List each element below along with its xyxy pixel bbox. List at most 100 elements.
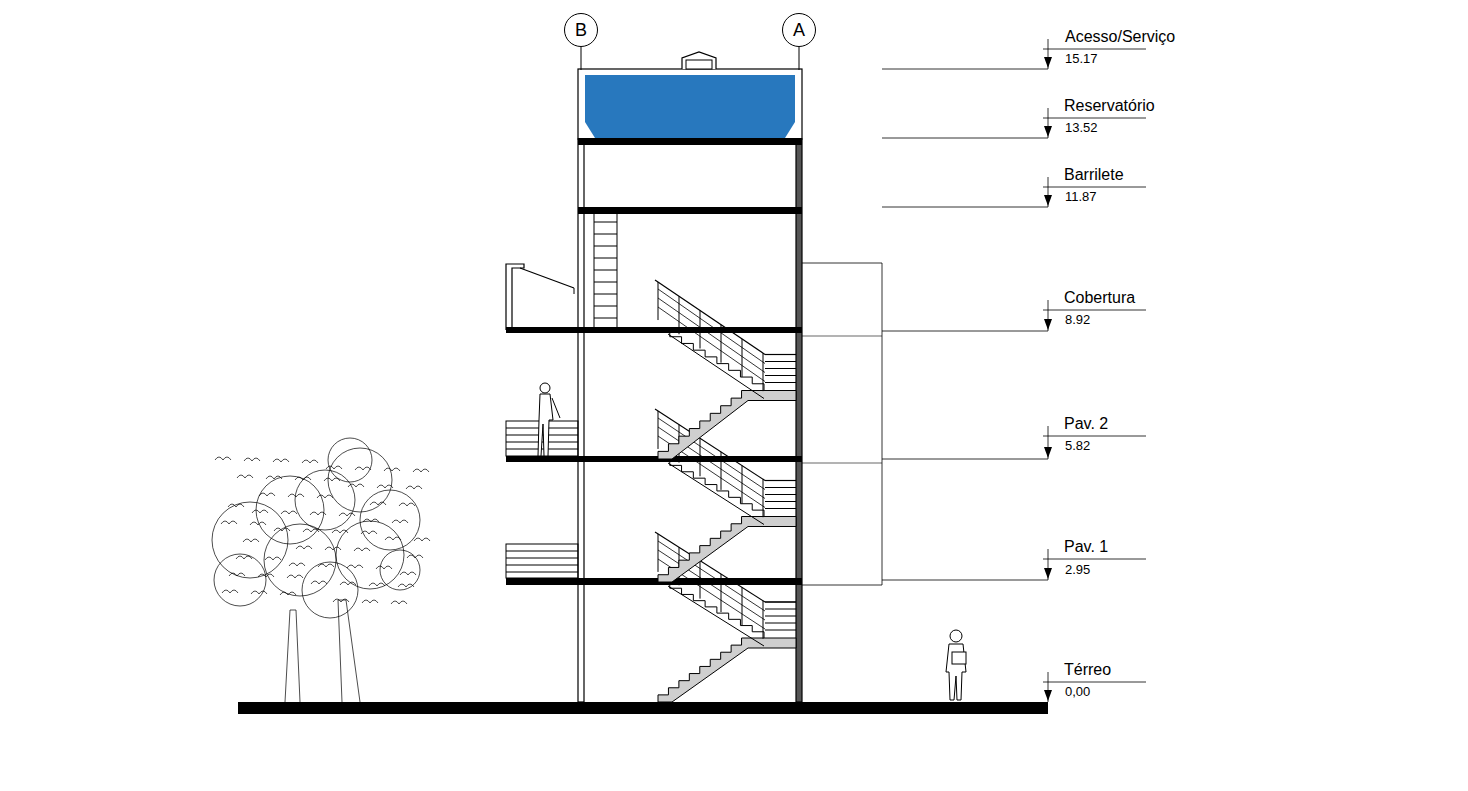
tree-leaves <box>406 486 422 489</box>
railing-bar <box>506 558 578 559</box>
tree-leaves <box>222 590 238 593</box>
stair-flight <box>658 459 764 517</box>
tree-canopy <box>302 562 358 618</box>
railing-bar <box>765 630 796 631</box>
railing-bar <box>506 551 578 552</box>
canopy <box>506 264 524 330</box>
baluster <box>742 466 743 504</box>
tree-leaves <box>250 522 266 525</box>
tree-leaves <box>259 493 275 496</box>
tree-leaves <box>303 529 319 532</box>
level-name: Pav. 1 <box>1063 539 1109 555</box>
reservoir-enclosure <box>578 69 802 139</box>
railing-bar <box>658 298 765 373</box>
tree-leaves <box>325 547 341 550</box>
level-arrow <box>1044 57 1052 68</box>
tree-leaves <box>295 477 311 480</box>
tree-leaves <box>399 503 415 506</box>
tree-canopy <box>264 524 336 596</box>
staircase <box>655 280 796 702</box>
level-tick <box>1043 118 1146 119</box>
level-line <box>882 69 1048 580</box>
railing-bar <box>658 289 765 364</box>
tree-leaves <box>398 584 414 587</box>
railing-bar <box>765 361 796 362</box>
water-tank <box>585 75 795 138</box>
tree-leaves <box>228 504 244 507</box>
baluster <box>721 452 722 490</box>
tree-leaves <box>414 538 430 541</box>
handrail <box>765 601 796 602</box>
access-hatch <box>682 52 716 69</box>
ladder-rung <box>594 306 617 307</box>
baluster <box>721 325 722 363</box>
tree-canopy <box>380 550 420 590</box>
ladder <box>594 214 617 327</box>
railing-bar <box>658 427 765 499</box>
level-elevation: 0,00 <box>1064 685 1091 698</box>
tree-canopy <box>360 490 420 550</box>
tree-leaves <box>258 574 274 577</box>
stair-flight <box>658 517 796 583</box>
baluster <box>700 561 701 599</box>
level-elevation: 13.52 <box>1064 121 1099 134</box>
level-arrow <box>1044 126 1052 137</box>
ladder-rung <box>594 282 617 283</box>
tree-leaves <box>236 556 252 559</box>
tree-leaves <box>392 520 408 523</box>
tree-leaves <box>385 537 401 540</box>
level-elevation: 11.87 <box>1064 190 1098 203</box>
railing-bar <box>506 572 578 573</box>
railing-bar <box>658 307 765 382</box>
tree <box>212 438 430 702</box>
level-name: Pav. 2 <box>1063 416 1109 432</box>
tree-leaves <box>340 582 356 585</box>
tree-leaves <box>332 530 348 533</box>
handrail <box>765 480 796 481</box>
slab <box>506 456 802 462</box>
level-tick <box>1043 682 1146 683</box>
tree-leaves <box>347 565 363 568</box>
tree-leaves <box>370 502 386 505</box>
wall-b <box>578 139 584 702</box>
grid-line <box>799 47 800 70</box>
baluster <box>658 282 659 320</box>
railing-bar <box>506 449 578 450</box>
person <box>946 630 966 700</box>
tree-canopy <box>328 438 372 482</box>
tree-leaves <box>361 531 377 534</box>
tree-canopy <box>212 502 288 578</box>
tree-leaves <box>243 539 259 542</box>
ladder-rung <box>594 234 617 235</box>
level-elevation: 2.95 <box>1064 563 1091 576</box>
facade-line <box>802 336 882 337</box>
railing-bar <box>765 487 796 488</box>
tree-leaves <box>362 600 378 603</box>
tree-leaves <box>384 468 400 471</box>
level-arrow <box>1044 319 1052 330</box>
railing-bar <box>765 616 796 617</box>
handrail <box>765 354 796 355</box>
tree-leaves <box>237 475 253 478</box>
tree-leaves <box>251 591 267 594</box>
canopy <box>574 288 575 294</box>
railing-bar <box>506 565 578 566</box>
baluster <box>763 601 764 639</box>
level-elevation: 5.82 <box>1064 439 1091 452</box>
level-tick <box>1043 310 1146 311</box>
baluster <box>700 438 701 476</box>
tree-canopy <box>328 448 392 512</box>
level-arrow <box>1044 568 1052 579</box>
tree-leaves <box>400 572 416 575</box>
level-arrow <box>1044 195 1052 206</box>
level-name: Reservatório <box>1063 98 1156 114</box>
wall-a <box>796 139 802 702</box>
baluster <box>742 587 743 625</box>
slab <box>578 207 802 214</box>
tree-leaves <box>229 573 245 576</box>
railing-bar <box>765 480 796 481</box>
level-elevation: 15.17 <box>1064 52 1099 65</box>
level-name: Cobertura <box>1063 290 1136 306</box>
baluster <box>742 339 743 377</box>
